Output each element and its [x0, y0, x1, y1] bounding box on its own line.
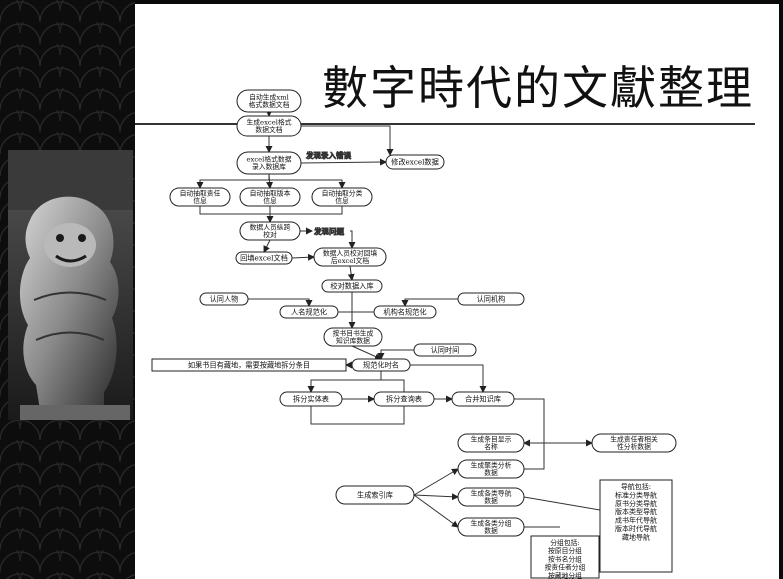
edge-label-e_problem: 发现问题: [314, 226, 344, 236]
edge-import-to-class: [269, 179, 346, 189]
note-nav-box: 导航包括:标准分类导航原书分类导航版本类型导航成书年代导航版本时代导航藏地导航: [599, 479, 673, 573]
edge-person-to-norm: [248, 298, 313, 307]
side-panel-art: [0, 0, 135, 579]
svg-text:生成各类分组数据: 生成各类分组数据: [471, 519, 512, 535]
node-n-person: 认同人物: [199, 292, 249, 306]
edge-verify-to-fill: [263, 239, 271, 253]
svg-text:导航包括:标准分类导航原书分类导航版本类型导航成书年代导航版: 导航包括:标准分类导航原书分类导航版本类型导航成书年代导航版本时代导航藏地导航: [615, 482, 657, 541]
svg-text:拆分查询表: 拆分查询表: [386, 395, 422, 404]
edge-label-e_error: 发现录入错误: [306, 150, 351, 160]
node-n-excel-doc: 生成excel格式数据文档: [236, 115, 302, 137]
svg-text:数据人员纵跨校对: 数据人员纵跨校对: [250, 223, 291, 239]
node-n-query: 拆分查询表: [373, 391, 435, 407]
svg-text:人名规范化: 人名规范化: [291, 308, 327, 317]
node-n-modify: 修改excel数据: [385, 154, 445, 170]
svg-text:生成各类导航数据: 生成各类导航数据: [471, 489, 512, 505]
edge-class-to-verify: [270, 206, 343, 215]
svg-text:自动抽取责任信息: 自动抽取责任信息: [180, 189, 221, 205]
node-n-person-norm: 人名规范化: [279, 305, 339, 319]
edge-entity-query-loop: [310, 406, 405, 425]
svg-text:校对数据入库: 校对数据入库: [330, 282, 373, 291]
svg-text:规范化时名: 规范化时名: [363, 361, 399, 370]
edge-merge-to-cat: [524, 443, 545, 470]
svg-text:认同机构: 认同机构: [477, 295, 506, 304]
edge-nav-to-notebox: [523, 496, 601, 511]
edge-norm-to-entity: [307, 371, 382, 393]
node-n-entity: 拆分实体表: [279, 391, 343, 407]
svg-text:生成聚类分析数据: 生成聚类分析数据: [471, 461, 512, 477]
node-n-resp: 自动抽取责任信息: [169, 187, 231, 207]
edge-problem-to-after: [348, 230, 356, 249]
edge-time-to-norm: [377, 349, 414, 360]
decorative-side-panel: [0, 0, 135, 579]
svg-text:认同时间: 认同时间: [431, 346, 460, 355]
svg-text:数据人员校对回填后excel文档: 数据人员校对回填后excel文档: [323, 249, 378, 265]
node-n-verify: 数据人员纵跨校对: [239, 221, 301, 241]
svg-text:自动抽取分类信息: 自动抽取分类信息: [322, 189, 363, 205]
node-n-merge: 合并知识库: [451, 391, 515, 407]
node-n-display: 生成条目显示名称: [457, 433, 525, 453]
svg-text:生成索引库: 生成索引库: [357, 491, 393, 500]
svg-text:拆分实体表: 拆分实体表: [293, 395, 329, 404]
node-n-split-note: 如果书目有藏地，需要按藏地拆分条目: [151, 358, 347, 372]
node-n-nav-data: 生成各类导航数据: [457, 487, 525, 507]
svg-text:按书目书生成知识库数据: 按书目书生成知识库数据: [333, 329, 374, 345]
svg-text:认同人物: 认同人物: [210, 295, 239, 304]
node-n-after: 数据人员校对回填后excel文档: [313, 247, 387, 267]
svg-text:回填excel文档: 回填excel文档: [240, 254, 288, 263]
edge-fill-to-after: [291, 253, 315, 261]
edge-index-to-group: [413, 494, 459, 528]
svg-text:excel格式数据录入数据库: excel格式数据录入数据库: [246, 155, 291, 171]
edge-index-to-nav: [413, 493, 459, 501]
edge-import-to-resp: [196, 174, 270, 189]
svg-text:分组包括:按原目分组按书名分组按责任者分组按藏地分组: 分组包括:按原目分组按书名分组按责任者分组按藏地分组: [545, 538, 586, 579]
svg-text:修改excel数据: 修改excel数据: [391, 158, 439, 167]
svg-text:生成责任者相关性分析数据: 生成责任者相关性分析数据: [610, 435, 658, 451]
svg-text:如果书目有藏地，需要按藏地拆分条目: 如果书目有藏地，需要按藏地拆分条目: [188, 361, 310, 370]
edge-org-to-norm: [401, 298, 458, 307]
node-n-time: 认同时间: [413, 343, 477, 357]
edge-excel-doc-to-modify: [301, 125, 394, 156]
node-n-org-norm: 机构名规范化: [373, 305, 437, 319]
node-n-time-norm: 规范化时名: [351, 358, 411, 372]
node-n-fill: 回填excel文档: [235, 251, 293, 265]
node-n-edition: 自动抽取版本信息: [239, 187, 301, 207]
svg-text:机构名规范化: 机构名规范化: [383, 308, 426, 317]
edge-norm-to-merge: [410, 364, 487, 393]
edge-index-to-cat: [413, 468, 459, 496]
svg-text:合并知识库: 合并知识库: [465, 395, 501, 404]
node-n-class: 自动抽取分类信息: [311, 187, 373, 207]
node-n-kb-data: 按书目书生成知识库数据: [323, 327, 383, 347]
node-n-index: 生成索引库: [335, 485, 415, 505]
node-n-org: 认同机构: [457, 292, 525, 306]
node-n-resp-analysis: 生成责任者相关性分析数据: [591, 433, 677, 453]
node-n-group-data: 生成各类分组数据: [457, 517, 525, 537]
edge-resp-to-verify: [199, 206, 271, 222]
edge-import-to-modify: [300, 158, 387, 166]
edge-import-to-edition: [266, 173, 274, 189]
node-n-check-import: 校对数据入库: [321, 279, 383, 293]
node-n-cat-analysis: 生成聚类分析数据: [457, 459, 525, 479]
svg-text:生成excel格式数据文档: 生成excel格式数据文档: [246, 118, 291, 134]
node-n-import: excel格式数据录入数据库: [236, 151, 302, 175]
title-underline: [135, 123, 755, 125]
svg-text:自动抽取版本信息: 自动抽取版本信息: [250, 189, 291, 205]
edge-after-to-check: [347, 265, 355, 281]
edge-kb-to-time-norm: [351, 345, 382, 360]
edge-norm-to-query: [381, 379, 405, 392]
note-group-box: 分组包括:按原目分组按书名分组按责任者分组按藏地分组: [530, 535, 600, 579]
slide-title: 數字時代的文獻整理: [322, 61, 754, 115]
svg-text:生成条目显示名称: 生成条目显示名称: [471, 435, 512, 451]
